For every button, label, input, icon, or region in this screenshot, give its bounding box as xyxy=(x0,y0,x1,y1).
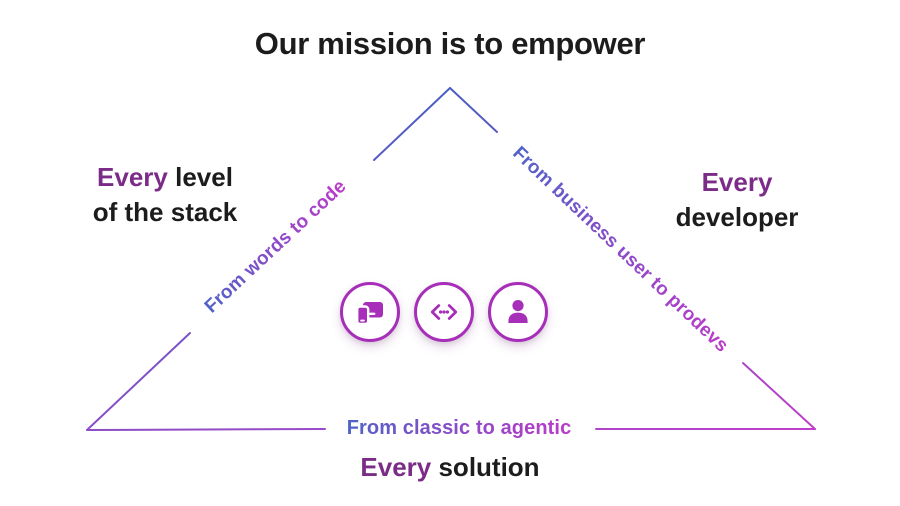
corner-label-stack-line1: Every level xyxy=(45,160,285,195)
corner-highlight-every: Every xyxy=(97,162,168,192)
corner-label-stack-line2: of the stack xyxy=(92,197,238,227)
corner-label-developer: Every developer xyxy=(637,165,837,235)
person-icon xyxy=(488,282,548,342)
corner-highlight-every: Every xyxy=(701,167,773,197)
triangle-left-edge-lower-segment xyxy=(86,332,191,431)
corner-label-solution: Every solution xyxy=(300,450,600,485)
corner-label-solution-rest: solution xyxy=(431,452,540,482)
code-icon xyxy=(414,282,474,342)
triangle-left-edge-upper-segment xyxy=(373,87,451,161)
devices-icon xyxy=(340,282,400,342)
corner-highlight-every: Every xyxy=(360,452,432,482)
slide-title: Our mission is to empower xyxy=(254,26,646,61)
corner-label-developer-line2: developer xyxy=(675,202,799,232)
corner-label-stack: Every level of the stack xyxy=(45,160,285,230)
corner-label-stack-rest: level xyxy=(167,162,233,192)
icon-row xyxy=(340,282,548,342)
triangle-right-edge-lower-segment xyxy=(742,362,816,430)
edge-label-bottom: From classic to agentic xyxy=(347,417,572,439)
triangle-bottom-edge-left-segment xyxy=(86,428,326,431)
triangle-right-edge-upper-segment xyxy=(449,87,498,133)
